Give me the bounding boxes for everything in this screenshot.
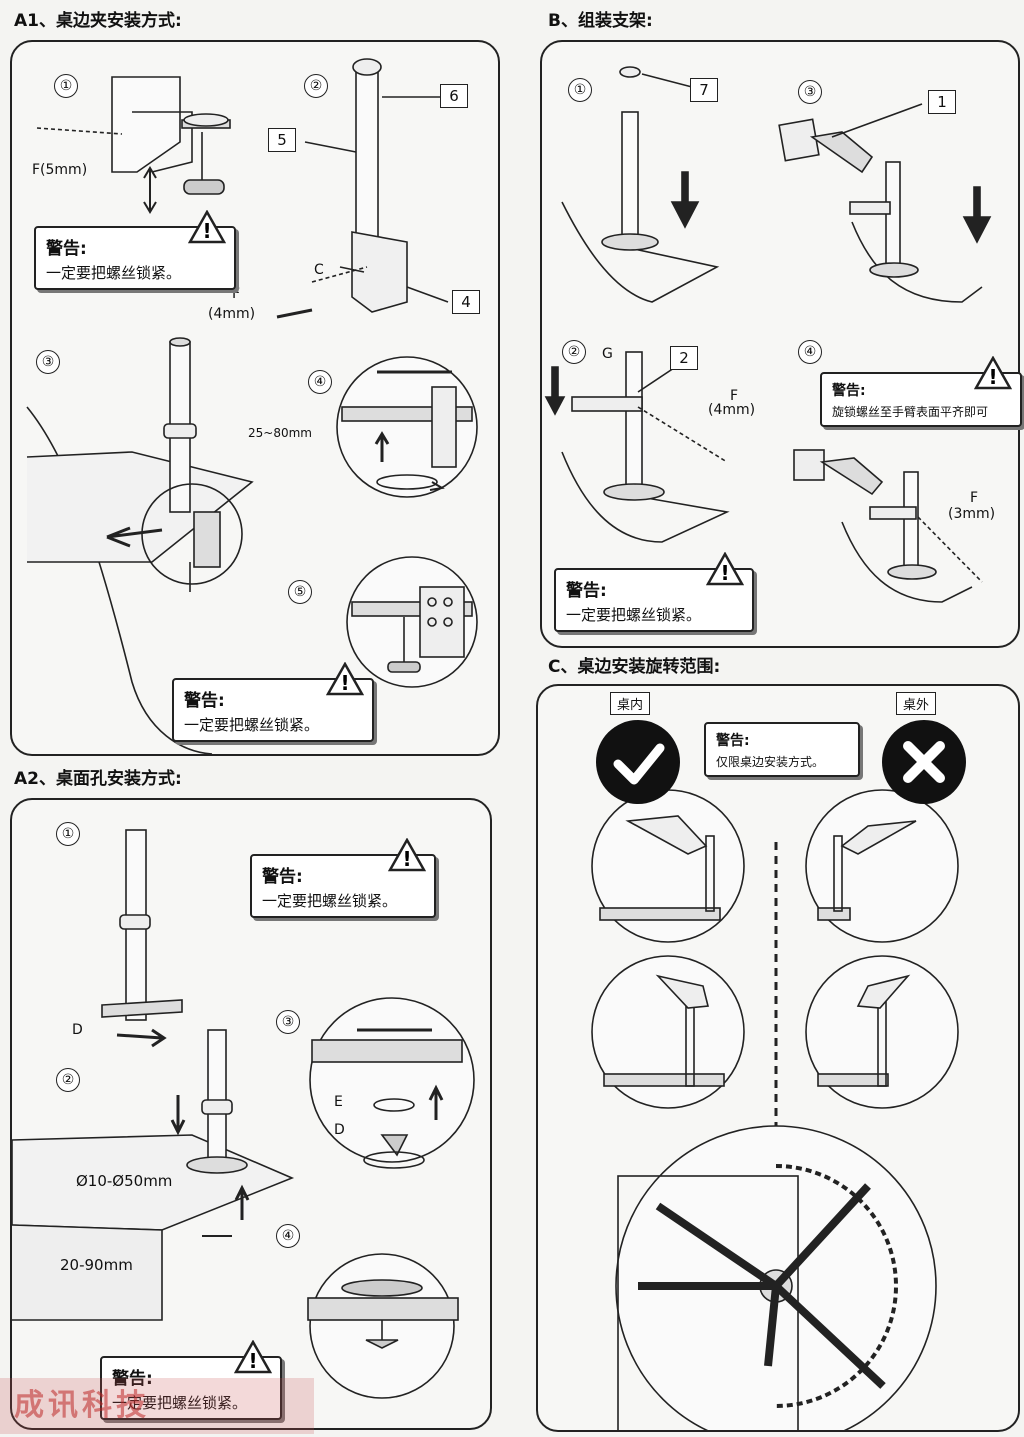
- label-clamp-range: 25~80mm: [248, 426, 312, 440]
- label-f5mm: F(5mm): [32, 162, 88, 178]
- a1-illustration: [26, 58, 478, 754]
- warning-box-a2-top: ! 警告: 一定要把螺丝锁紧。: [250, 838, 436, 918]
- step-2-marker: ②: [56, 1068, 80, 1092]
- step-2-marker: ②: [304, 74, 328, 98]
- panel-a2: ① ② ③ ④ D E D Ø10-Ø50mm 20-90mm ! 警告: 一定…: [10, 798, 492, 1430]
- b-illustration: [544, 66, 992, 603]
- warning-box-a1-bottom: ! 警告: 一定要把螺丝锁紧。: [172, 662, 374, 742]
- warning-box-a1-top: ! 警告: 一定要把螺丝锁紧。: [34, 210, 236, 290]
- step-2-marker: ②: [562, 340, 586, 364]
- part-4-label: 4: [452, 290, 480, 314]
- step-4-marker: ④: [308, 370, 332, 394]
- label-hole-diameter: Ø10-Ø50mm: [76, 1172, 173, 1190]
- label-d-step3: D: [334, 1122, 345, 1138]
- section-title-a2: A2、桌面孔安装方式:: [14, 769, 182, 789]
- svg-text:!: !: [340, 671, 349, 695]
- warning-text: 一定要把螺丝锁紧。: [184, 716, 320, 734]
- label-e: E: [334, 1094, 343, 1110]
- label-f: F: [232, 286, 241, 302]
- warning-title: 警告:: [46, 239, 87, 259]
- warning-box-a2-bottom: ! 警告: 一定要把螺丝锁紧。: [100, 1340, 282, 1420]
- warning-text: 一定要把螺丝锁紧。: [112, 1394, 248, 1412]
- part-6-label: 6: [440, 84, 468, 108]
- section-title-a1: A1、桌边夹安装方式:: [14, 11, 182, 31]
- cross-icon: [882, 720, 966, 804]
- warning-title: 警告:: [184, 691, 225, 711]
- watermark-logo: 成讯科技: [0, 1378, 314, 1434]
- label-g: G: [602, 346, 613, 362]
- step-1-marker: ①: [56, 822, 80, 846]
- warning-title: 警告:: [112, 1369, 153, 1389]
- part-1-label: 1: [928, 90, 956, 114]
- label-4mm-b: (4mm): [708, 402, 756, 418]
- label-3mm: (3mm): [948, 506, 996, 522]
- label-f-b: F: [730, 388, 739, 404]
- panel-c: 桌内 桌外 警告: 仅限桌边安装方式。: [536, 684, 1020, 1432]
- c-illustration: [591, 789, 959, 1430]
- warning-triangle-icon: !: [188, 210, 226, 244]
- svg-text:!: !: [988, 365, 997, 389]
- svg-text:!: !: [402, 847, 411, 871]
- part-2-label: 2: [670, 346, 698, 370]
- check-icon: [596, 720, 680, 804]
- warning-text: 一定要把螺丝锁紧。: [262, 892, 398, 910]
- step-4-marker: ④: [798, 340, 822, 364]
- warning-text: 旋锁螺丝至手臂表面平齐即可: [832, 405, 989, 419]
- step-4-marker: ④: [276, 1224, 300, 1248]
- step-3-marker: ③: [276, 1010, 300, 1034]
- section-title-b: B、组装支架:: [548, 11, 653, 31]
- label-f-b4: F: [970, 490, 979, 506]
- warning-triangle-icon: !: [234, 1340, 272, 1374]
- tag-outside-desk: 桌外: [896, 692, 937, 715]
- part-7-label: 7: [690, 78, 718, 102]
- warning-text: 仅限桌边安装方式。: [716, 755, 825, 769]
- warning-text: 一定要把螺丝锁紧。: [566, 606, 702, 624]
- warning-triangle-icon: !: [706, 552, 744, 586]
- label-4mm: (4mm): [208, 306, 256, 322]
- warning-triangle-icon: !: [388, 838, 426, 872]
- warning-text: 一定要把螺丝锁紧。: [46, 264, 182, 282]
- part-5-label: 5: [268, 128, 296, 152]
- section-title-c: C、桌边安装旋转范围:: [548, 657, 721, 677]
- svg-text:!: !: [720, 561, 729, 585]
- step-1-marker: ①: [568, 78, 592, 102]
- warning-title: 警告:: [566, 581, 607, 601]
- label-thickness: 20-90mm: [60, 1256, 133, 1274]
- warning-title: 警告:: [716, 733, 750, 749]
- warning-triangle-icon: !: [326, 662, 364, 696]
- step-1-marker: ①: [54, 74, 78, 98]
- panel-a1: ① ② ③ ④ ⑤ F(5mm) 6 5 4 C F (4mm) 25~80mm…: [10, 40, 500, 756]
- label-c: C: [314, 262, 324, 278]
- panel-b: ① ③ ② ④ 7 1 2 G F (4mm) F (3mm) ! 警告: 旋锁…: [540, 40, 1022, 648]
- warning-box-b-tighten: ! 警告: 一定要把螺丝锁紧。: [554, 552, 754, 632]
- svg-text:!: !: [202, 219, 211, 243]
- step-3-marker: ③: [798, 80, 822, 104]
- warning-title: 警告:: [832, 383, 866, 399]
- warning-box-b-flush: ! 警告: 旋锁螺丝至手臂表面平齐即可: [820, 356, 1022, 427]
- tag-inside-desk: 桌内: [610, 692, 651, 715]
- svg-text:!: !: [248, 1349, 257, 1373]
- step-5-marker: ⑤: [288, 580, 312, 604]
- label-d: D: [72, 1022, 83, 1038]
- warning-title: 警告:: [262, 867, 303, 887]
- warning-box-c: 警告: 仅限桌边安装方式。: [704, 722, 860, 777]
- step-3-marker: ③: [36, 350, 60, 374]
- a2-illustration: [12, 829, 475, 1399]
- warning-triangle-icon: !: [974, 356, 1012, 390]
